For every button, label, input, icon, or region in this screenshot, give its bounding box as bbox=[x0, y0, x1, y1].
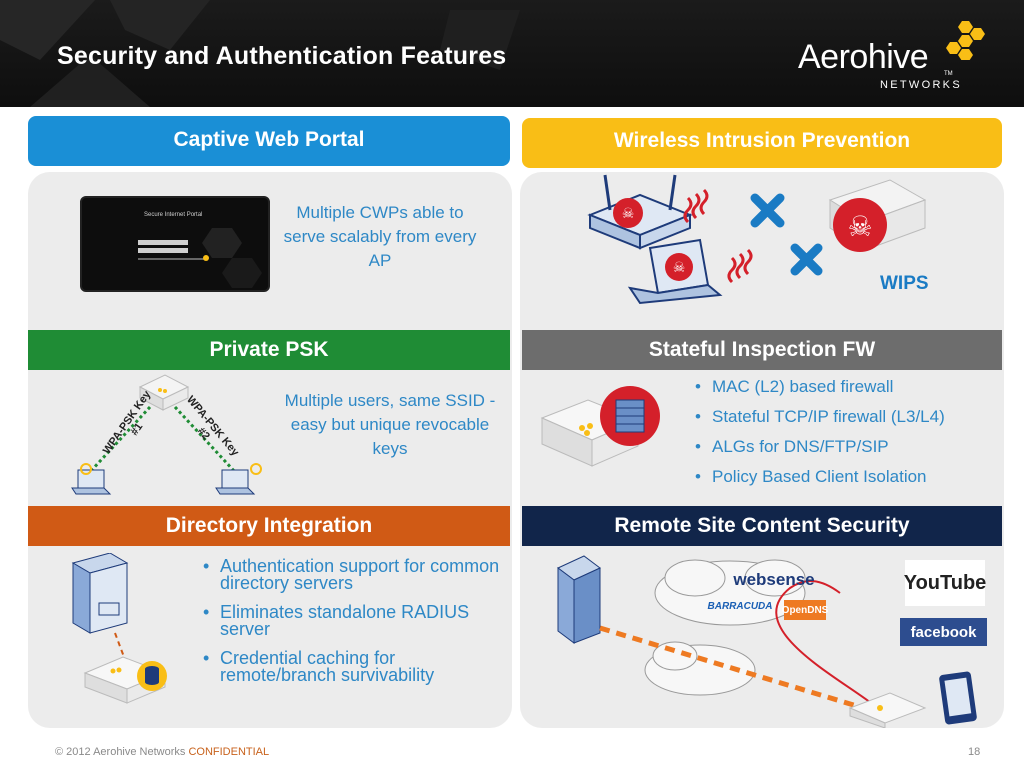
youtube-logo-text: YouTube bbox=[903, 571, 987, 594]
decorative-pattern bbox=[0, 0, 210, 107]
aerohive-logo: Aerohive TM NETWORKS bbox=[798, 18, 998, 96]
dir-title-bar: Directory Integration bbox=[28, 506, 510, 546]
decorative-pattern bbox=[440, 10, 520, 70]
directory-illustration bbox=[71, 553, 167, 704]
access-point-icon bbox=[138, 374, 190, 411]
remote-title: Remote Site Content Security bbox=[614, 514, 910, 537]
rogue-laptop-icon: ☠ bbox=[627, 238, 723, 305]
list-item: ALGs for DNS/FTP/SIP bbox=[695, 435, 1000, 459]
list-item: Credential caching for remote/branch sur… bbox=[203, 649, 503, 684]
page-number: 18 bbox=[968, 746, 981, 758]
database-icon bbox=[137, 661, 167, 691]
cwp-title: Captive Web Portal bbox=[173, 128, 365, 151]
fw-title-bar: Stateful Inspection FW bbox=[522, 330, 1002, 370]
server-icon bbox=[71, 553, 129, 634]
facebook-logo: facebook bbox=[900, 618, 987, 646]
remote-title-bar: Remote Site Content Security bbox=[522, 506, 1002, 546]
list-item: Authentication support for common direct… bbox=[203, 557, 503, 592]
cwp-note: Multiple CWPs able to serve scalably fro… bbox=[283, 203, 477, 270]
svg-text:☠: ☠ bbox=[673, 260, 686, 276]
footer-copyright: © 2012 Aerohive Networks CONFIDENTIAL bbox=[55, 746, 269, 758]
fw-title: Stateful Inspection FW bbox=[648, 338, 876, 361]
header-bar: Security and Authentication Features Aer… bbox=[0, 0, 1024, 107]
opendns-logo: OpenDNS bbox=[781, 600, 829, 620]
wips-illustration: ☠ ☠ ☠ bbox=[587, 174, 927, 305]
logo-wordmark: Aerohive bbox=[798, 38, 929, 76]
portal-form-graphic bbox=[138, 228, 262, 288]
portal-screen-title: Secure Internet Portal bbox=[144, 212, 203, 218]
list-item: Stateful TCP/IP firewall (L3/L4) bbox=[695, 405, 1000, 429]
fw-bullet-list: MAC (L2) based firewall Stateful TCP/IP … bbox=[695, 375, 1000, 495]
access-point-icon bbox=[848, 692, 927, 728]
barracuda-logo-text: BARRACUDA bbox=[707, 600, 773, 612]
facebook-logo-text: facebook bbox=[910, 623, 977, 641]
youtube-logo: YouTube bbox=[903, 560, 987, 606]
list-item: Eliminates standalone RADIUS server bbox=[203, 603, 503, 638]
laptop-icon bbox=[215, 469, 256, 495]
ppsk-title-bar: Private PSK bbox=[28, 330, 510, 370]
tablet-icon bbox=[939, 671, 977, 725]
firewall-icon bbox=[600, 386, 660, 446]
wips-title-bar: Wireless Intrusion Prevention bbox=[522, 118, 1002, 168]
logo-trademark: TM bbox=[944, 71, 953, 77]
svg-text:☠: ☠ bbox=[622, 206, 635, 222]
websense-logo-text: websense bbox=[733, 570, 815, 589]
firewall-illustration bbox=[540, 386, 660, 467]
rogue-router-icon: ☠ bbox=[587, 174, 693, 250]
wips-title: Wireless Intrusion Prevention bbox=[613, 129, 911, 152]
portal-screen-image: Secure Internet Portal bbox=[80, 196, 270, 292]
ppsk-illustration bbox=[71, 374, 262, 495]
page-title: Security and Authentication Features bbox=[57, 42, 507, 70]
cloud-icon bbox=[644, 641, 756, 696]
svg-text:☠: ☠ bbox=[847, 210, 872, 243]
laptop-icon bbox=[71, 469, 112, 495]
remote-site-illustration bbox=[557, 555, 977, 728]
barracuda-logo: BARRACUDA bbox=[700, 598, 780, 614]
ppsk-note: Multiple users, same SSID - easy but uni… bbox=[284, 391, 496, 458]
block-x-icon bbox=[750, 193, 823, 276]
dir-title: Directory Integration bbox=[165, 514, 373, 537]
opendns-logo-text: OpenDNS bbox=[781, 604, 829, 616]
wips-label: WIPS bbox=[880, 273, 929, 294]
cloud-icon bbox=[654, 559, 806, 626]
ppsk-title: Private PSK bbox=[209, 338, 329, 361]
copyright-text: © 2012 Aerohive Networks bbox=[55, 746, 189, 758]
list-item: MAC (L2) based firewall bbox=[695, 375, 1000, 399]
building-icon bbox=[557, 555, 601, 644]
websense-logo: websense bbox=[733, 570, 815, 590]
cwp-title-bar: Captive Web Portal bbox=[28, 116, 510, 166]
list-item: Policy Based Client Isolation bbox=[695, 465, 1000, 489]
logo-hexagon-icon bbox=[946, 21, 985, 60]
confidential-label: CONFIDENTIAL bbox=[188, 746, 270, 758]
rogue-ap-icon: ☠ bbox=[828, 179, 927, 252]
logo-subtitle: NETWORKS bbox=[880, 79, 962, 91]
dir-bullet-list: Authentication support for common direct… bbox=[203, 557, 503, 696]
wave-icon bbox=[683, 188, 753, 284]
